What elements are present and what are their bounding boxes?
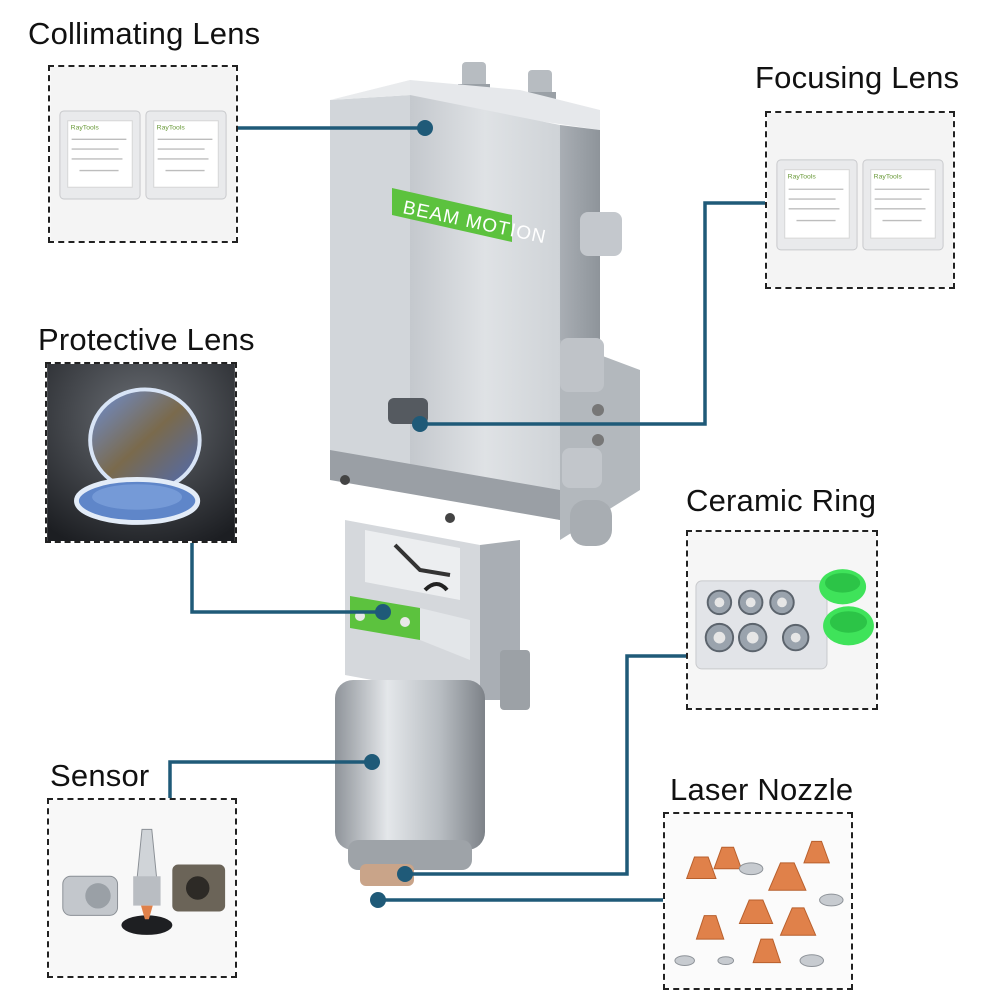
lens-box-brand-4: RayTools [874,173,903,180]
sensor-photo [49,800,235,976]
upper-housing [330,80,600,520]
label-collimating-lens: Collimating Lens [28,16,261,51]
collimating-lens-photo-box: RayTools RayTools [48,65,238,243]
lens-box-brand-2: RayTools [157,125,186,132]
label-protective-lens: Protective Lens [38,322,255,357]
label-focusing-lens: Focusing Lens [755,60,960,95]
ceramic-ring-photo [688,532,876,708]
focusing-lens-photo: RayTools RayTools [767,113,953,287]
laser-nozzle-photo [665,814,851,988]
lower-cylinder [335,650,530,886]
protective-lens-photo-box [45,362,237,543]
laser-nozzle-photo-box [663,812,853,990]
sensor-photo-box [47,798,237,978]
label-ceramic-ring: Ceramic Ring [686,483,877,518]
focusing-lens-photo-box: RayTools RayTools [765,111,955,289]
label-laser-nozzle: Laser Nozzle [670,772,854,807]
ceramic-ring-photo-box [686,530,878,710]
collimating-lens-photo: RayTools RayTools [50,67,236,241]
lens-box-brand-3: RayTools [788,173,817,180]
lens-box-brand-1: RayTools [71,125,100,132]
housing-trim [330,450,560,520]
focus-knob [388,398,428,424]
label-sensor: Sensor [50,758,150,793]
protective-lens-photo [47,364,235,541]
